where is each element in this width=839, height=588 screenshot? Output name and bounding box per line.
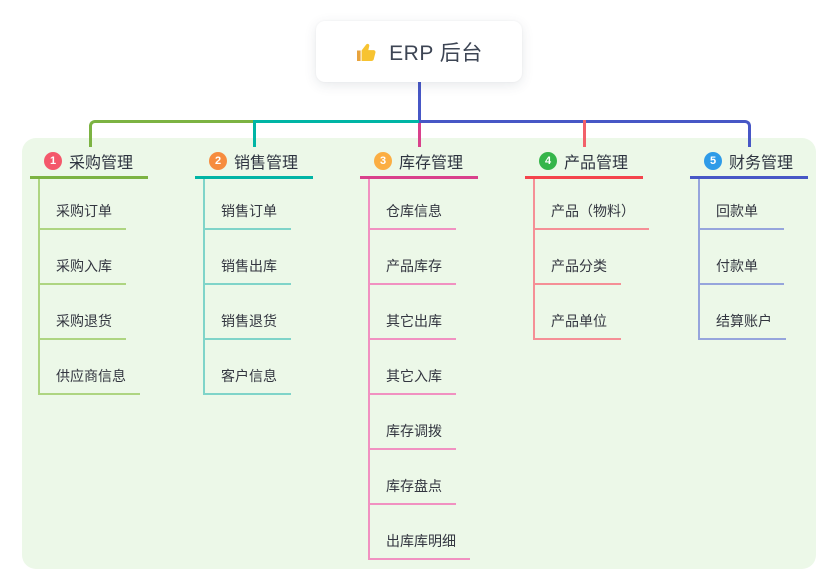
child-node[interactable]: 采购订单 [38, 185, 126, 230]
branch-node-5[interactable]: 5 财务管理 [690, 146, 808, 179]
trunk-segment-middle [254, 120, 419, 123]
branch-label: 产品管理 [564, 155, 629, 172]
branch-children-line [698, 179, 700, 340]
branch-node-1[interactable]: 1 采购管理 [30, 146, 148, 179]
root-title: ERP 后台 [389, 41, 483, 65]
child-node[interactable]: 采购入库 [38, 240, 126, 285]
branch-stub-3 [417, 123, 421, 147]
child-node[interactable]: 客户信息 [203, 350, 291, 395]
child-node[interactable]: 产品（物料） [533, 185, 649, 230]
branch-children-line [203, 179, 205, 395]
child-node[interactable]: 库存调拨 [368, 405, 456, 450]
branch-number-badge: 1 [44, 152, 62, 170]
branch-label: 采购管理 [69, 155, 134, 172]
root-connector-line [417, 82, 421, 123]
child-node[interactable]: 销售退货 [203, 295, 291, 340]
branch-node-3[interactable]: 3 库存管理 [360, 146, 478, 179]
branch-number-badge: 2 [209, 152, 227, 170]
child-node[interactable]: 产品单位 [533, 295, 621, 340]
thumbs-up-icon [355, 40, 379, 64]
child-node[interactable]: 销售出库 [203, 240, 291, 285]
child-node[interactable]: 销售订单 [203, 185, 291, 230]
child-node[interactable]: 其它出库 [368, 295, 456, 340]
child-node[interactable]: 出库库明细 [368, 515, 470, 560]
branch-label: 销售管理 [234, 155, 299, 172]
branch-node-2[interactable]: 2 销售管理 [195, 146, 313, 179]
branches-panel [22, 138, 816, 569]
branch-node-4[interactable]: 4 产品管理 [525, 146, 643, 179]
trunk-segment-left [89, 120, 254, 147]
child-node[interactable]: 产品分类 [533, 240, 621, 285]
branch-stub-4 [582, 120, 586, 147]
child-node[interactable]: 供应商信息 [38, 350, 140, 395]
child-node[interactable]: 付款单 [698, 240, 784, 285]
child-node[interactable]: 产品库存 [368, 240, 456, 285]
child-node[interactable]: 其它入库 [368, 350, 456, 395]
child-node[interactable]: 结算账户 [698, 295, 786, 340]
branch-label: 财务管理 [729, 155, 794, 172]
child-node[interactable]: 仓库信息 [368, 185, 456, 230]
child-node[interactable]: 库存盘点 [368, 460, 456, 505]
branch-children-line [533, 179, 535, 340]
branch-children-line [368, 179, 370, 560]
branch-stub-2 [252, 120, 256, 147]
branch-number-badge: 4 [539, 152, 557, 170]
branch-number-badge: 3 [374, 152, 392, 170]
branch-label: 库存管理 [399, 155, 464, 172]
root-node[interactable]: ERP 后台 [316, 21, 522, 82]
child-node[interactable]: 回款单 [698, 185, 784, 230]
branch-children-line [38, 179, 40, 395]
child-node[interactable]: 采购退货 [38, 295, 126, 340]
branch-number-badge: 5 [704, 152, 722, 170]
